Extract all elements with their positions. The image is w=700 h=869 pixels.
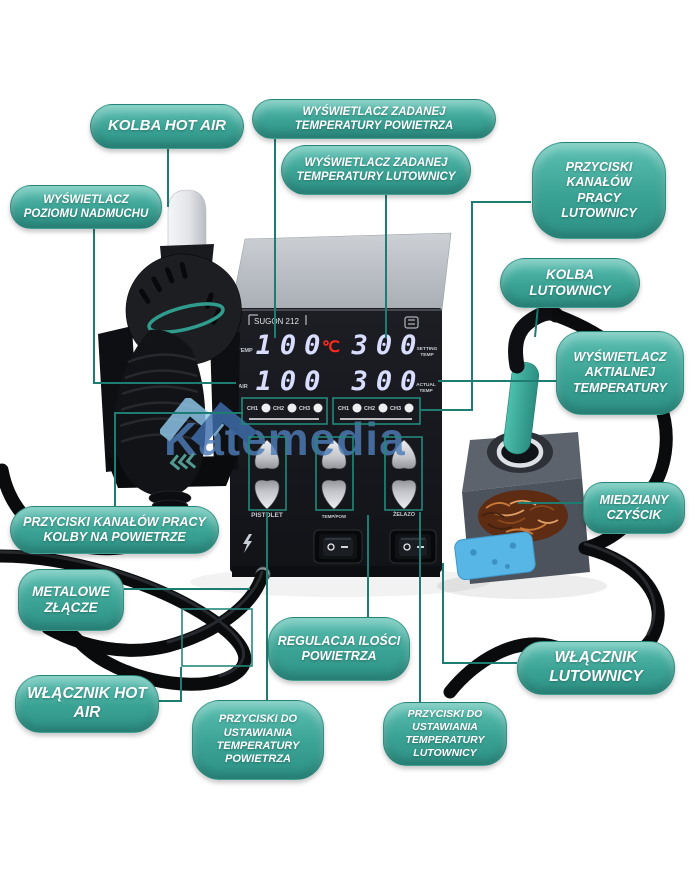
iron-power-switch xyxy=(389,529,437,564)
display-actual-label-2: TEMP xyxy=(419,388,433,394)
section-label-pistolet: PISTOLET xyxy=(251,512,283,519)
display-set-air-temp: 100 xyxy=(256,330,329,361)
watermark-logo-icon xyxy=(160,398,256,471)
display-setting-label-2: TEMP xyxy=(420,352,434,358)
callout-przyciski-ustawiania-temperatury-lutownicy: PRZYCISKI DO USTAWIANIA TEMPERATURY LUTO… xyxy=(383,702,507,766)
callout-wlacznik-hot-air: WŁĄCZNIK HOT AIR xyxy=(15,675,159,733)
callout-miedziany-czyscik: MIEDZIANY CZYŚCIK xyxy=(583,482,685,534)
callout-kolba-hot-air: KOLBA HOT AIR xyxy=(90,104,244,149)
power-off-mark-iron xyxy=(403,543,411,551)
display-set-iron-temp: 300 xyxy=(351,330,425,361)
station-top-face xyxy=(230,232,452,311)
display-actual-label-1: ACTUAL xyxy=(416,382,436,388)
watermark: Katemedia xyxy=(160,398,540,480)
display-air-label: AIR xyxy=(238,384,248,390)
callout-wyswietlacz-aktialnej-temperatury: WYŚWIETLACZ AKTIALNEJ TEMPERATURY xyxy=(556,331,684,415)
callout-przyciski-kanalow-pracy-lutownicy: PRZYCISKI KANAŁÓW PRACY LUTOWNICY xyxy=(532,142,666,239)
callout-przyciski-ustawiania-temperatury-powietrza: PRZYCISKI DO USTAWIANIA TEMPERATURY POWI… xyxy=(192,700,324,780)
display-actual-temp: 300 xyxy=(351,366,425,397)
callout-wyswietlacz-zadanej-temperatury-powietrza: WYŚWIETLACZ ZADANEJ TEMPERATURY POWIETRZ… xyxy=(252,99,496,139)
callout-metalowe-zlacze: METALOWE ZŁĄCZE xyxy=(18,569,124,631)
callout-wyswietlacz-poziomu-nadmuchu: WYŚWIETLACZ POZIOMU NADMUCHU xyxy=(10,185,162,229)
display-air-level: 100 xyxy=(256,366,329,397)
display-temp-label: TEMP xyxy=(237,348,253,354)
callout-wyswietlacz-zadanej-temperatury-lutownicy: WYŚWIETLACZ ZADANEJ TEMPERATURY LUTOWNIC… xyxy=(281,145,471,195)
callout-przyciski-kanalow-pracy-kolby: PRZYCISKI KANAŁÓW PRACY KOLBY NA POWIETR… xyxy=(10,506,219,554)
section-label-zelazo: ŻELAZO xyxy=(393,511,416,518)
brand-logo-icon xyxy=(404,316,419,329)
iron-upper-grip xyxy=(508,305,564,374)
power-off-mark xyxy=(327,543,335,551)
gun-nozzle xyxy=(167,189,207,249)
logo-small-chevrons xyxy=(169,452,197,471)
brand-label: SUGON 212 xyxy=(254,317,299,326)
display-celsius-unit: ℃ xyxy=(322,339,340,356)
lightning-icon xyxy=(243,534,252,553)
brand-badge-bracket xyxy=(248,314,307,325)
display-setting-label-1: SETTING xyxy=(417,346,438,352)
callout-wlacznik-lutownicy: WŁĄCZNIK LUTOWNICY xyxy=(517,641,675,695)
callout-kolba-lutownicy: KOLBA LUTOWNICY xyxy=(500,258,640,308)
callout-regulacja-ilosci-powietrza: REGULACJA ILOŚCI POWIETRZA xyxy=(268,617,410,681)
hot-air-power-switch xyxy=(313,529,363,564)
station-base xyxy=(232,566,440,577)
section-label-center: TEMP/POW xyxy=(322,514,347,519)
connector-cable xyxy=(41,569,269,657)
